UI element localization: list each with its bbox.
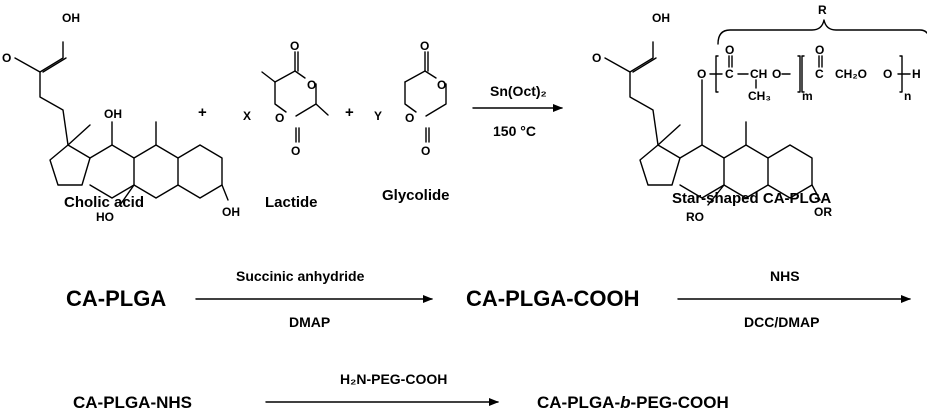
cholic-acid-structure — [14, 41, 229, 206]
chain-o-carbonyl-1: O — [725, 43, 734, 57]
h2n-peg-cooh-label: H₂N-PEG-COOH — [340, 371, 447, 387]
chain-o-ester-2: O — [883, 67, 892, 81]
chain-terminal-h: H — [912, 67, 921, 81]
lactide-o-ring-right: O — [307, 78, 316, 92]
product-part-1: CA-PLGA- — [537, 393, 620, 412]
cholic-ho-7: HO — [96, 210, 114, 224]
chain-ch: CH — [750, 67, 767, 81]
product-ro-7: RO — [686, 210, 704, 224]
catalyst-label: Sn(Oct)₂ — [490, 83, 547, 99]
product-part-2: -PEG-COOH — [631, 393, 729, 412]
product-carboxyl-oh: OH — [652, 11, 670, 25]
star-ca-plga-caption: Star-shaped CA-PLGA — [672, 190, 831, 207]
ca-plga-b-peg-cooh-label: CA-PLGA-b-PEG-COOH — [537, 393, 729, 412]
nhs-label: NHS — [770, 268, 800, 284]
glycolide-structure — [404, 51, 447, 143]
product-block-b: b — [620, 393, 630, 412]
lactide-structure — [261, 51, 329, 143]
glycolide-o-ring-right: O — [437, 78, 446, 92]
chain-ch3: CH₃ — [748, 89, 771, 103]
glycolide-coefficient: Y — [374, 109, 382, 123]
plus-sign-1: + — [198, 104, 207, 121]
glycolide-o-ring-left: O — [405, 111, 414, 125]
lactide-o-bottom: O — [291, 144, 300, 158]
lactide-o-top: O — [290, 39, 299, 53]
glycolide-o-bottom: O — [421, 144, 430, 158]
chain-c-carbonyl-2: C — [815, 67, 824, 81]
chain-o-carbonyl-2: O — [815, 43, 824, 57]
cholic-carboxyl-oh: OH — [62, 11, 80, 25]
temperature-label: 150 °C — [493, 123, 536, 139]
cholic-oh-12: OH — [104, 107, 122, 121]
cholic-acid-caption: Cholic acid — [64, 194, 144, 211]
chain-ch2o: CH₂O — [835, 67, 867, 81]
plus-sign-2: + — [345, 104, 354, 121]
chain-o-ester-1: O — [772, 67, 781, 81]
dcc-dmap-label: DCC/DMAP — [744, 314, 819, 330]
lactide-coefficient: X — [243, 109, 251, 123]
succinic-anhydride-label: Succinic anhydride — [236, 268, 365, 284]
subscript-n: n — [904, 89, 911, 103]
dmap-label: DMAP — [289, 314, 330, 330]
lactide-caption: Lactide — [265, 194, 318, 211]
subscript-m: m — [802, 89, 813, 103]
product-o-12: O — [697, 67, 706, 81]
ca-plga-label: CA-PLGA — [66, 286, 166, 311]
glycolide-o-top: O — [420, 39, 429, 53]
cholic-oh-3: OH — [222, 205, 240, 219]
chain-c-carbonyl-1: C — [725, 67, 734, 81]
ca-plga-cooh-label: CA-PLGA-COOH — [466, 286, 640, 311]
star-ca-plga-structure — [604, 19, 927, 206]
cholic-carbonyl-o: O — [2, 51, 11, 65]
product-or-3: OR — [814, 205, 832, 219]
product-carbonyl-o: O — [592, 51, 601, 65]
lactide-o-ring-left: O — [275, 111, 284, 125]
product-r-label: R — [818, 3, 827, 17]
ca-plga-nhs-label: CA-PLGA-NHS — [73, 393, 192, 412]
glycolide-caption: Glycolide — [382, 187, 450, 204]
